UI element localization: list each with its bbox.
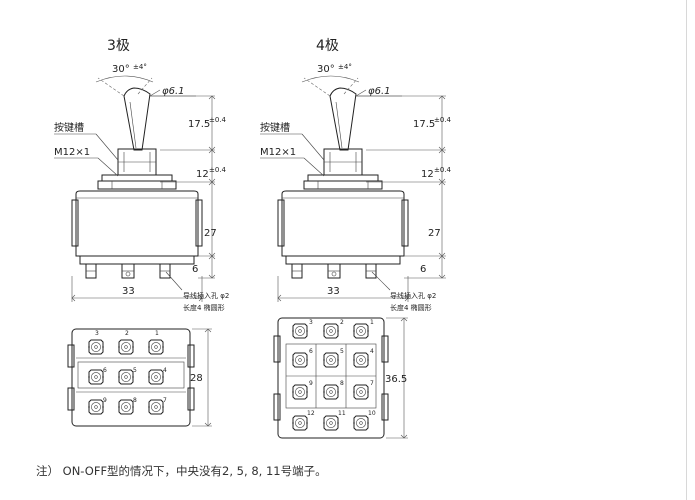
dim-top-tol-4pole: ±0.4: [434, 116, 452, 124]
term-num: 1: [370, 319, 374, 326]
dim-mid-tol-3pole: ±0.4: [209, 166, 227, 174]
label-key-3pole: 按键槽: [54, 121, 84, 134]
angle-label-3pole: 30°: [112, 64, 130, 75]
term-num: 9: [103, 397, 107, 404]
term-num: 2: [340, 319, 344, 326]
term-num: 10: [368, 410, 376, 417]
dim-mid-3pole: 12: [196, 169, 209, 180]
title-4pole: 4极: [316, 38, 339, 54]
term-num: 4: [370, 348, 374, 355]
title-3pole: 3极: [107, 38, 130, 54]
dim-width-3pole: 33: [122, 286, 135, 297]
term-num: 12: [307, 410, 315, 417]
dim-mid-4pole: 12: [421, 169, 434, 180]
label-key-4pole: 按键槽: [260, 121, 290, 134]
term-num: 3: [95, 330, 99, 337]
term-num: 9: [309, 380, 313, 387]
switch-3pole: 3极 30° ±4° φ6.1 17.5 ±0.4 12 ±0.4 27 6 按…: [54, 38, 229, 427]
term-num: 6: [309, 348, 313, 355]
dia-label-4pole: φ6.1: [368, 86, 391, 97]
term-num: 7: [370, 380, 374, 387]
terminal-grid-3pole: [87, 339, 165, 415]
dim-base-3pole: 28: [190, 373, 203, 384]
label-thread-3pole: M12×1: [54, 147, 90, 158]
hole-line1-3pole: 导线插入孔 φ2: [183, 291, 229, 300]
term-num: 3: [309, 319, 313, 326]
dim-top-4pole: 17.5: [413, 119, 435, 130]
term-num: 6: [103, 367, 107, 374]
dim-base-4pole: 36.5: [385, 374, 407, 385]
base-view-4pole: 3 2 1 6 5 4 9 8 7 12 11 10 36.5: [273, 317, 408, 439]
term-num: 7: [163, 397, 167, 404]
dim-body-4pole: 27: [428, 228, 441, 239]
dim-top-3pole: 17.5: [188, 119, 210, 130]
dim-width-4pole: 33: [327, 286, 340, 297]
dim-top-tol-3pole: ±0.4: [209, 116, 227, 124]
angle-label-4pole: 30°: [317, 64, 335, 75]
term-num: 11: [338, 410, 346, 417]
hole-line1-4pole: 导线插入孔 φ2: [390, 291, 436, 300]
dim-mid-tol-4pole: ±0.4: [434, 166, 452, 174]
angle-tol-4pole: ±4°: [338, 63, 352, 71]
base-view-3pole: 3 2 1 6 5 4 9 8 7 28: [67, 328, 212, 427]
label-thread-4pole: M12×1: [260, 147, 296, 158]
switch-4pole: 4极 30° ±4° φ6.1 17.5 ±0.4 12 ±0.4 27 6 按…: [260, 38, 452, 439]
hole-line2-4pole: 长度4 椭圆形: [390, 303, 432, 312]
term-num: 8: [133, 397, 137, 404]
term-num: 5: [133, 367, 137, 374]
term-num: 5: [340, 348, 344, 355]
term-num: 8: [340, 380, 344, 387]
terminal-grid-4pole: [291, 323, 370, 431]
hole-line2-3pole: 长度4 椭圆形: [183, 303, 225, 312]
dia-label-3pole: φ6.1: [162, 86, 185, 97]
term-num: 2: [125, 330, 129, 337]
dim-term-3pole: 6: [192, 264, 198, 275]
angle-tol-3pole: ±4°: [133, 63, 147, 71]
dim-term-4pole: 6: [420, 264, 426, 275]
term-num: 4: [163, 367, 167, 374]
page-border: [686, 0, 687, 500]
dim-body-3pole: 27: [204, 228, 217, 239]
footnote: 注） ON-OFF型的情况下，中央没有2, 5, 8, 11号端子。: [36, 464, 327, 478]
term-num: 1: [155, 330, 159, 337]
